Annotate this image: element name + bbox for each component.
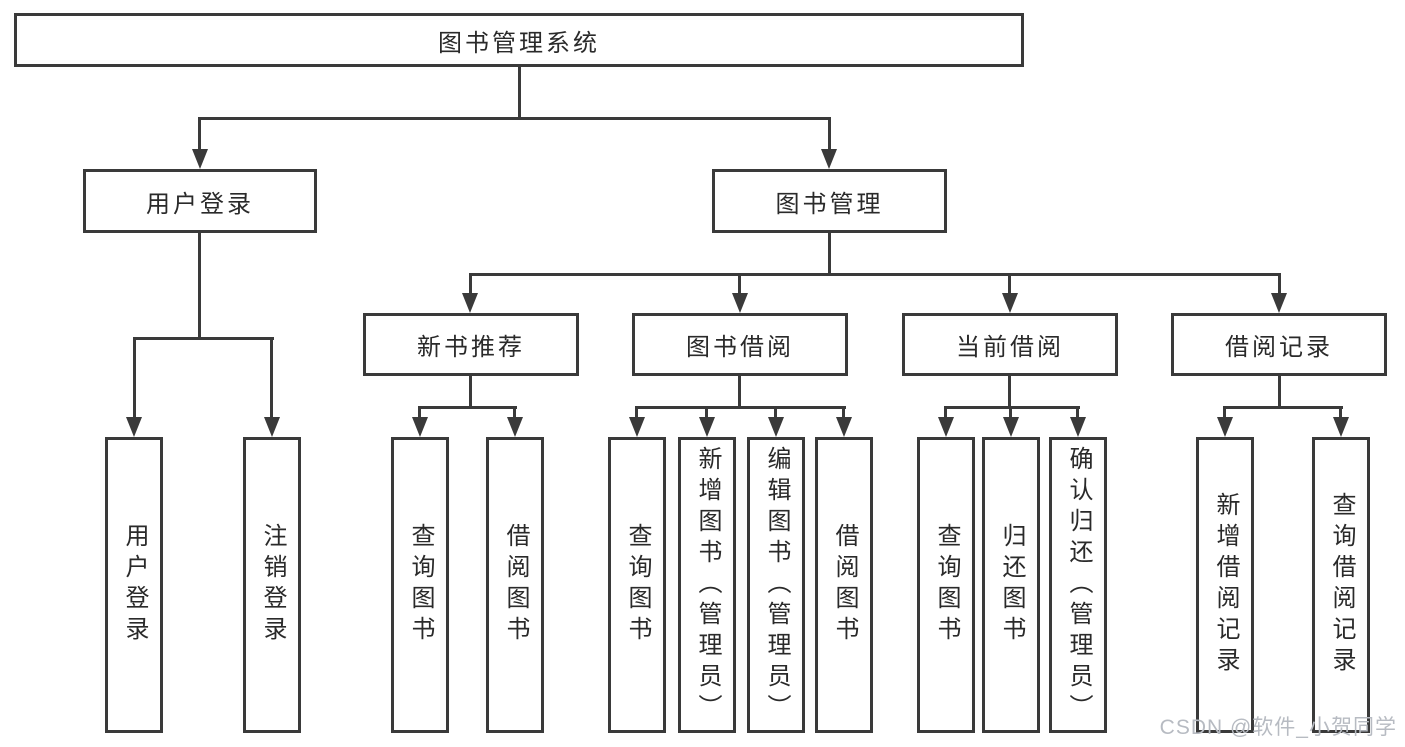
node-current-return-books-label: 归还图书 — [998, 523, 1025, 647]
connector-line — [828, 233, 831, 273]
connector-line — [1339, 406, 1342, 419]
arrowhead — [1070, 417, 1086, 437]
node-book-borrow-label: 图书借阅 — [686, 334, 794, 361]
arrowhead — [1002, 293, 1018, 313]
connector-line — [418, 406, 517, 409]
connector-line — [1009, 406, 1012, 419]
node-records-add-record-label: 新增借阅记录 — [1212, 492, 1239, 678]
connector-line — [133, 337, 136, 419]
connector-line — [944, 406, 1080, 409]
connector-line — [198, 117, 201, 151]
node-library-system-label: 图书管理系统 — [438, 29, 600, 57]
arrowhead — [699, 417, 715, 437]
connector-line — [198, 233, 201, 337]
node-user-login-label: 用户登录 — [146, 190, 254, 218]
connector-line — [133, 337, 274, 340]
connector-line — [738, 376, 741, 406]
connector-line — [513, 406, 516, 419]
node-borrow-edit-books-admin: 编辑图书（管理员） — [747, 437, 805, 733]
csdn-watermark: CSDN @软件_小贺同学 — [1159, 716, 1397, 739]
node-current-confirm-return-admin-label: 确认归还（管理员） — [1065, 445, 1092, 725]
node-recommend-borrow-books: 借阅图书 — [486, 437, 544, 733]
arrowhead — [264, 417, 280, 437]
connector-line — [418, 406, 421, 419]
connector-line — [635, 406, 638, 419]
node-logout: 注销登录 — [243, 437, 301, 733]
arrowhead — [462, 293, 478, 313]
arrowhead — [836, 417, 852, 437]
node-user-login: 用户登录 — [83, 169, 317, 233]
connector-line — [1223, 406, 1226, 419]
node-current-query-books-label: 查询图书 — [933, 523, 960, 647]
node-current-confirm-return-admin: 确认归还（管理员） — [1049, 437, 1107, 733]
node-borrow-add-books-admin: 新增图书（管理员） — [678, 437, 736, 733]
connector-line — [1008, 376, 1011, 406]
connector-line — [198, 117, 831, 120]
connector-line — [738, 273, 741, 295]
arrowhead — [507, 417, 523, 437]
node-recommend-borrow-books-label: 借阅图书 — [502, 523, 529, 647]
arrowhead — [126, 417, 142, 437]
arrowhead — [412, 417, 428, 437]
node-current-borrow: 当前借阅 — [902, 313, 1118, 376]
node-book-management-label: 图书管理 — [775, 190, 884, 218]
arrowhead — [1333, 417, 1349, 437]
node-records-query-record: 查询借阅记录 — [1312, 437, 1370, 733]
connector-line — [1223, 406, 1343, 409]
connector-line — [469, 273, 1280, 276]
arrowhead — [821, 149, 837, 169]
connector-line — [1008, 273, 1011, 295]
node-records-query-record-label: 查询借阅记录 — [1328, 492, 1355, 678]
node-book-borrow: 图书借阅 — [632, 313, 848, 376]
node-current-return-books: 归还图书 — [982, 437, 1040, 733]
connector-line — [270, 337, 273, 419]
connector-line — [518, 67, 521, 117]
connector-line — [635, 406, 846, 409]
node-recommend-query-books: 查询图书 — [391, 437, 449, 733]
node-login-user-login-label: 用户登录 — [121, 523, 148, 647]
node-current-borrow-label: 当前借阅 — [956, 334, 1064, 361]
connector-line — [842, 406, 845, 419]
arrowhead — [1217, 417, 1233, 437]
connector-line — [1076, 406, 1079, 419]
arrowhead — [1271, 293, 1287, 313]
connector-line — [944, 406, 947, 419]
connector-line — [1278, 376, 1281, 406]
node-borrow-records-label: 借阅记录 — [1225, 334, 1333, 361]
arrowhead — [1003, 417, 1019, 437]
arrowhead — [768, 417, 784, 437]
connector-line — [705, 406, 708, 419]
node-borrow-query-books: 查询图书 — [608, 437, 666, 733]
node-records-add-record: 新增借阅记录 — [1196, 437, 1254, 733]
node-borrow-borrow-books: 借阅图书 — [815, 437, 873, 733]
arrowhead — [629, 417, 645, 437]
node-new-book-recommend-label: 新书推荐 — [417, 334, 525, 361]
node-logout-label: 注销登录 — [259, 523, 286, 647]
arrowhead — [938, 417, 954, 437]
connector-line — [469, 376, 472, 406]
connector-line — [469, 273, 472, 295]
connector-line — [1278, 273, 1281, 295]
node-login-user-login: 用户登录 — [105, 437, 163, 733]
node-borrow-edit-books-admin-label: 编辑图书（管理员） — [763, 445, 790, 725]
connector-line — [828, 117, 831, 151]
node-borrow-borrow-books-label: 借阅图书 — [831, 523, 858, 647]
node-book-management: 图书管理 — [712, 169, 947, 233]
arrowhead — [192, 149, 208, 169]
connector-line — [774, 406, 777, 419]
node-new-book-recommend: 新书推荐 — [363, 313, 579, 376]
node-recommend-query-books-label: 查询图书 — [407, 523, 434, 647]
node-borrow-query-books-label: 查询图书 — [624, 523, 651, 647]
arrowhead — [732, 293, 748, 313]
node-current-query-books: 查询图书 — [917, 437, 975, 733]
node-borrow-records: 借阅记录 — [1171, 313, 1387, 376]
node-library-system: 图书管理系统 — [14, 13, 1024, 67]
node-borrow-add-books-admin-label: 新增图书（管理员） — [694, 445, 721, 725]
